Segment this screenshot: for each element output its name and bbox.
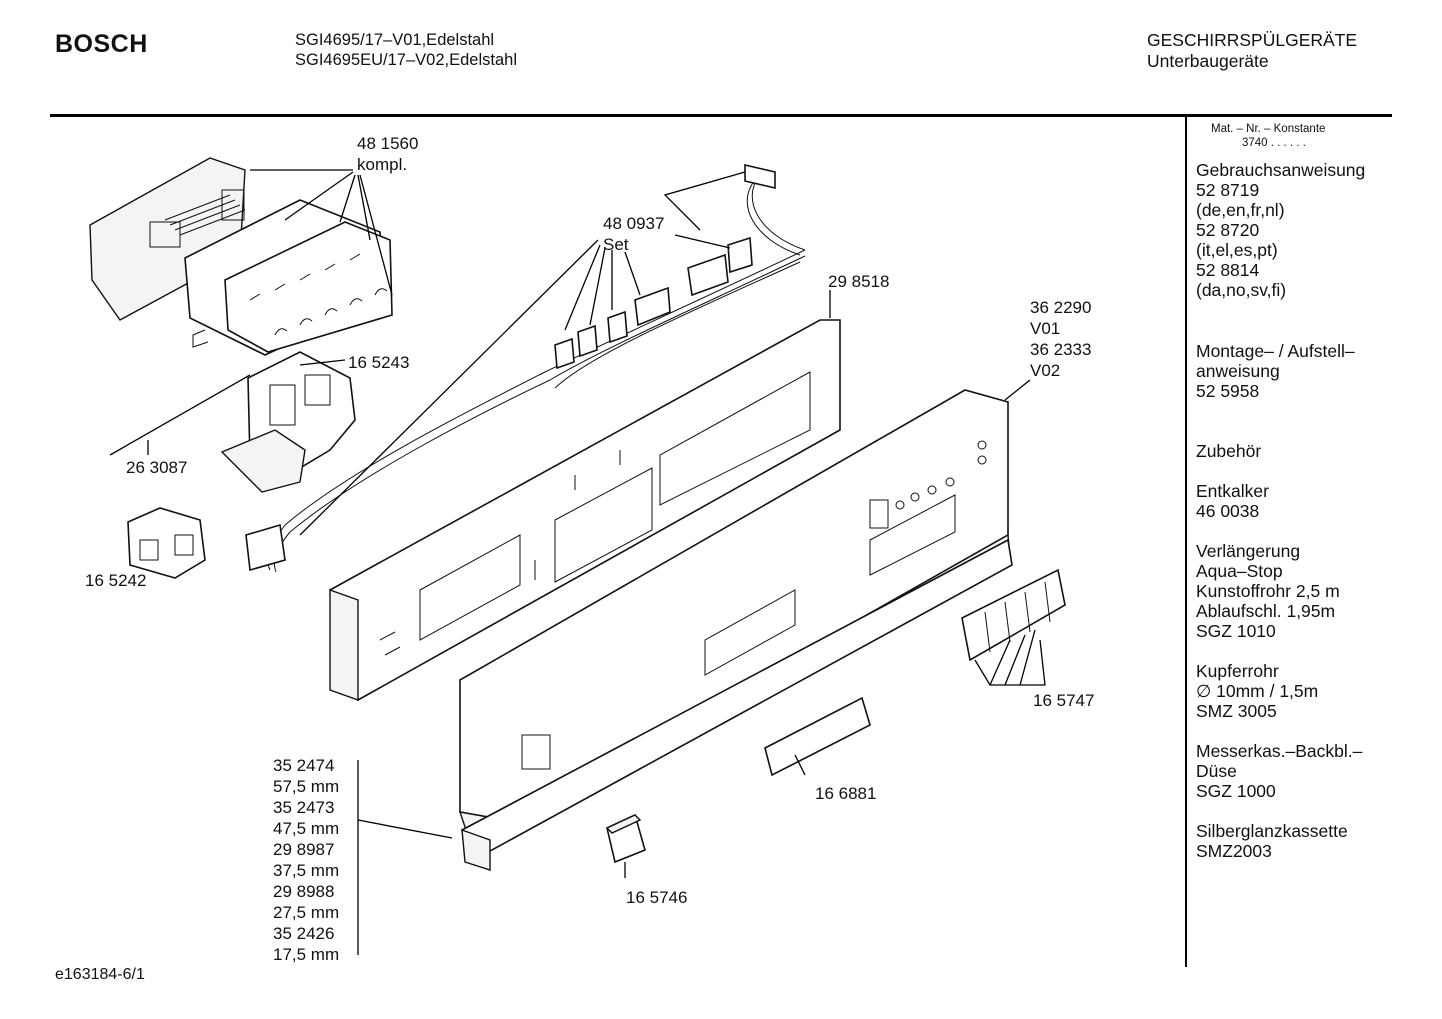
sidebar-block-copper-pipe: Kupferrohr ∅ 10mm / 1,5m SMZ 3005 (1196, 661, 1319, 721)
label-263087: 26 3087 (126, 458, 188, 477)
category-line-2: Unterbaugeräte (1147, 51, 1269, 71)
sidebar-block-descaler: Entkalker 46 0038 (1196, 481, 1269, 521)
label-set: Set (603, 235, 629, 254)
sidebar-block-installation: Montage– / Aufstell– anweisung 52 5958 (1196, 341, 1355, 401)
label-362333: 36 2333 (1030, 340, 1092, 359)
brand-logo: BOSCH (55, 30, 148, 58)
label-165746: 16 5746 (626, 888, 688, 907)
size-variant-list: 35 2474 57,5 mm 35 2473 47,5 mm 29 8987 … (273, 755, 339, 965)
switch-part (127, 507, 206, 579)
label-166881: 16 6881 (815, 784, 877, 803)
sidebar-block-manual: Gebrauchsanweisung 52 8719 (de,en,fr,nl)… (1196, 160, 1366, 300)
leader-166881 (794, 754, 806, 776)
leader-362290 (1004, 379, 1031, 401)
size-variant: 35 2426 (273, 924, 335, 943)
model-line-2: SGI4695EU/17–V02,Edelstahl (295, 51, 517, 69)
sidebar-block-knife-basket: Messerkas.–Backbl.– Düse SGZ 1000 (1196, 741, 1363, 801)
konstante-value: 3740 . . . . . . (1242, 137, 1306, 149)
wiring-harness-part (245, 163, 806, 573)
model-list: SGI4695/17–V01,Edelstahl SGI4695EU/17–V0… (295, 30, 517, 70)
size-variant: 17,5 mm (273, 945, 340, 964)
accessory-sidebar: Mat. – Nr. – Konstante 3740 . . . . . . … (1196, 122, 1386, 861)
konstante-header: Mat. – Nr. – Konstante (1211, 123, 1326, 135)
leader-481560 (250, 169, 393, 296)
label-481560: 48 1560 (357, 134, 419, 153)
leader-480937 (299, 171, 746, 536)
leader-165747 (974, 629, 1046, 686)
size-variant: 35 2473 (273, 798, 335, 817)
holder-part (220, 351, 356, 493)
leader-165243 (299, 359, 346, 366)
size-variant: 57,5 mm (273, 777, 340, 796)
buttons-part (961, 568, 1066, 662)
sidebar-block-accessories: Zubehör (1196, 441, 1262, 461)
size-variant: 47,5 mm (273, 819, 340, 838)
exploded-parts-diagram (89, 157, 1066, 955)
label-362290: 36 2290 (1030, 298, 1092, 317)
control-module-part (89, 157, 393, 356)
leader-352474 (357, 760, 453, 955)
sidebar-divider (1185, 116, 1187, 967)
label-165747: 16 5747 (1033, 691, 1095, 710)
category-title: GESCHIRRSPÜLGERÄTE Unterbaugeräte (1147, 30, 1357, 72)
size-variant: 27,5 mm (273, 903, 340, 922)
model-line-1: SGI4695/17–V01,Edelstahl (295, 31, 495, 49)
header-divider (50, 114, 1392, 117)
document-id: e163184-6/1 (55, 966, 145, 983)
category-line-1: GESCHIRRSPÜLGERÄTE (1147, 30, 1358, 50)
cover-strip-part (764, 696, 871, 777)
size-variant: 37,5 mm (273, 861, 340, 880)
size-variant: 29 8987 (273, 840, 335, 859)
sidebar-block-silver-cassette: Silberglanzkassette SMZ2003 (1196, 821, 1348, 861)
label-165243: 16 5243 (348, 353, 410, 372)
trim-strip-part (461, 538, 1013, 871)
label-v02: V02 (1030, 361, 1061, 380)
leader-263087 (109, 374, 251, 456)
size-variant: 35 2474 (273, 756, 335, 775)
label-165242: 16 5242 (85, 571, 147, 590)
small-box-part (605, 813, 646, 864)
inner-panel-part (329, 319, 841, 702)
label-kompl: kompl. (357, 155, 408, 174)
size-variant: 29 8988 (273, 882, 335, 901)
label-480937: 48 0937 (603, 214, 665, 233)
sidebar-block-extension: Verlängerung Aqua–Stop Kunstoffrohr 2,5 … (1196, 541, 1340, 641)
label-v01: V01 (1030, 319, 1061, 338)
label-298518: 29 8518 (828, 272, 890, 291)
